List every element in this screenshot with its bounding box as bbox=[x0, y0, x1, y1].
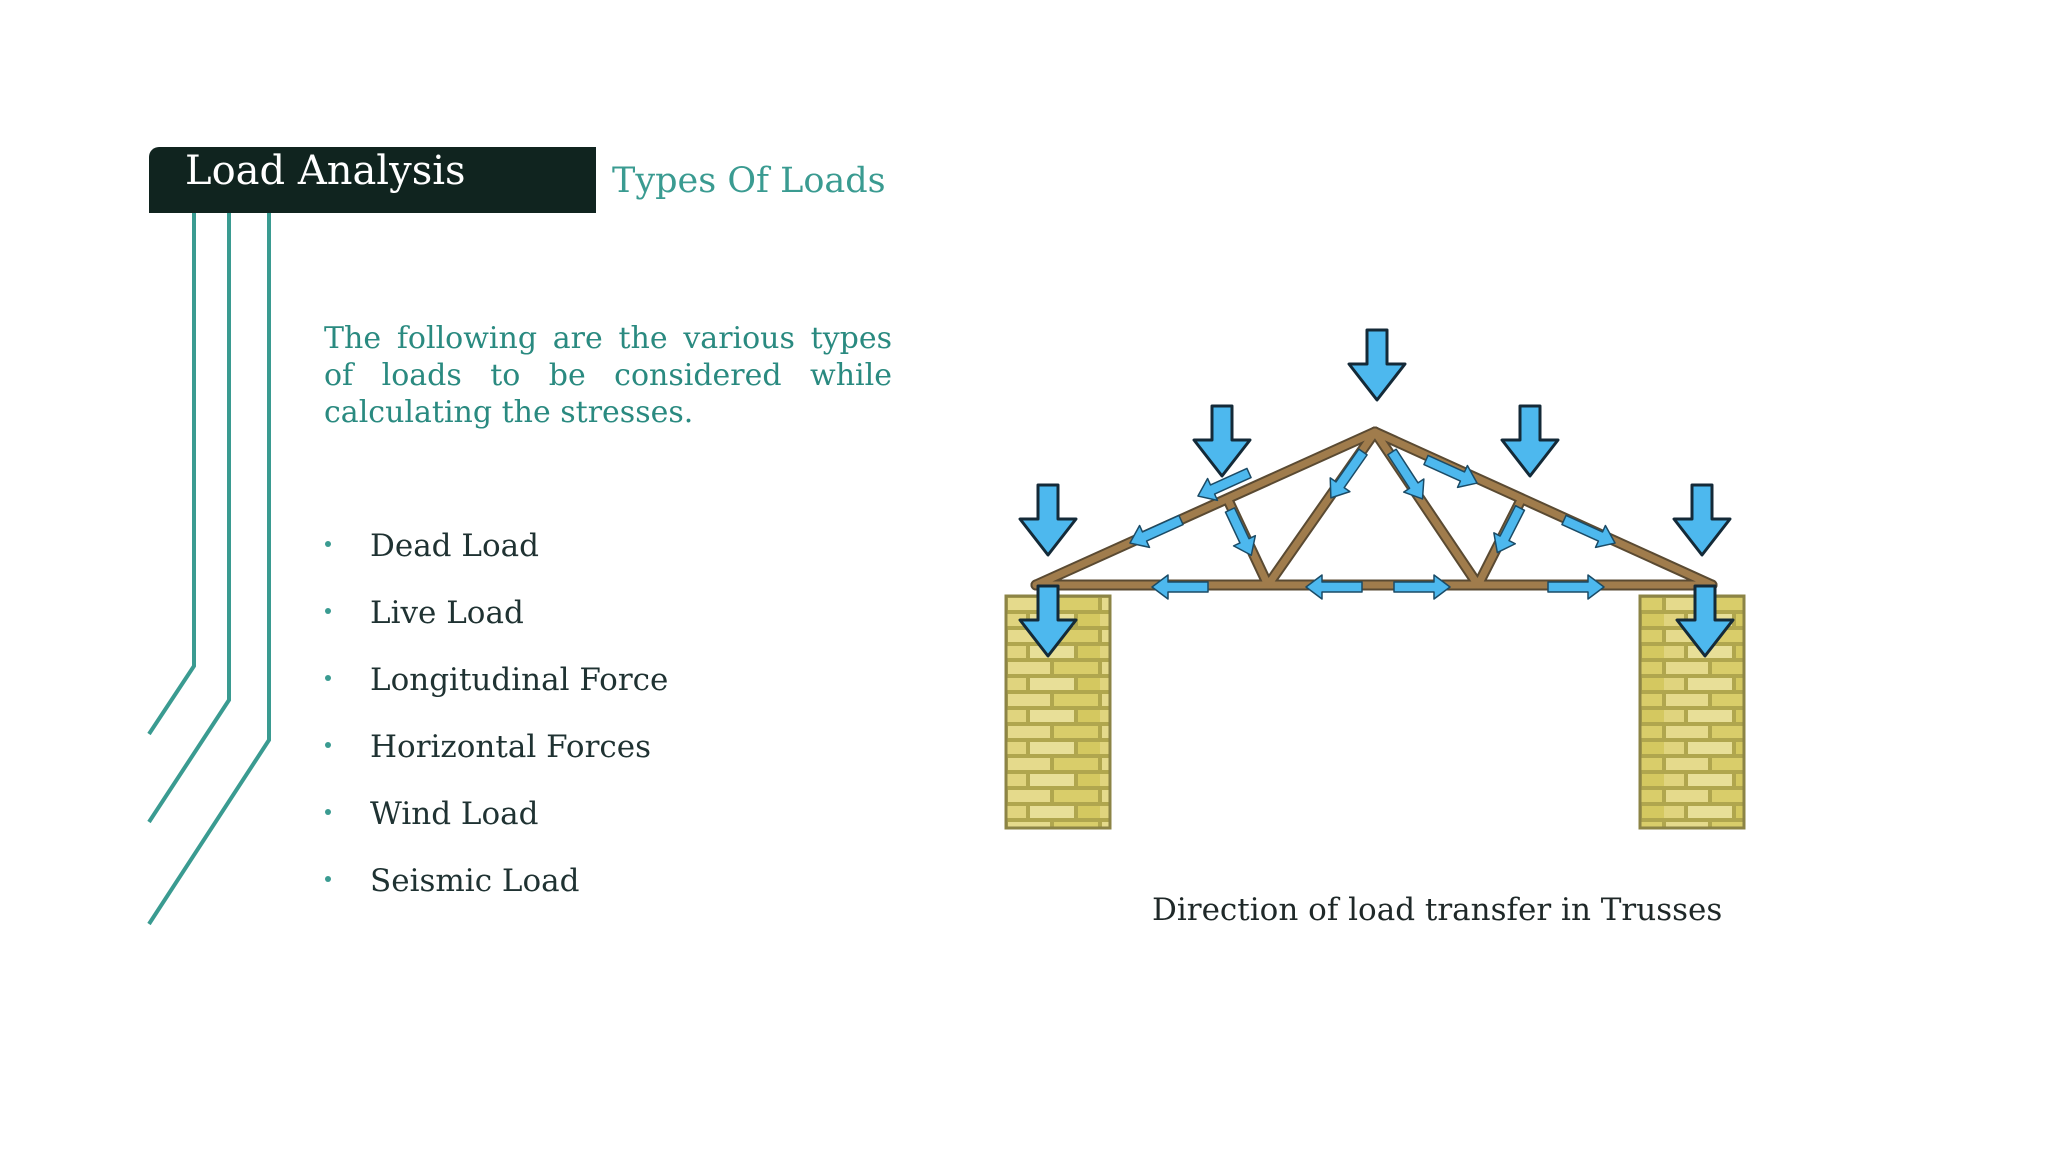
down-arrow-icon bbox=[1347, 328, 1407, 402]
force-arrows bbox=[1129, 448, 1616, 600]
down-arrow-icon bbox=[1018, 483, 1078, 557]
bullet-icon bbox=[325, 541, 331, 547]
down-arrow-icon bbox=[1500, 404, 1560, 478]
force-arrow-icon bbox=[1423, 454, 1478, 489]
force-arrow-icon bbox=[1129, 514, 1184, 549]
figure-caption: Direction of load transfer in Trusses bbox=[1152, 892, 1723, 928]
force-arrow-icon bbox=[1197, 467, 1252, 502]
slide-subtitle: Types Of Loads bbox=[612, 161, 886, 201]
down-arrow-icon bbox=[1192, 404, 1252, 478]
truss-diagram bbox=[1004, 328, 1746, 830]
force-arrow-icon bbox=[1151, 574, 1209, 600]
load-label: Horizontal Forces bbox=[370, 729, 652, 765]
force-arrow-icon bbox=[1393, 574, 1451, 600]
force-arrow-icon bbox=[1224, 507, 1257, 556]
down-arrow-icon bbox=[1675, 584, 1735, 658]
load-label: Live Load bbox=[370, 595, 524, 631]
load-label: Seismic Load bbox=[370, 863, 580, 899]
title-bar: Load Analysis bbox=[149, 147, 596, 213]
load-label: Longitudinal Force bbox=[370, 662, 669, 698]
bullet-icon bbox=[325, 675, 331, 681]
force-arrow-icon bbox=[1329, 448, 1368, 499]
intro-paragraph: The following are the various types of l… bbox=[324, 321, 892, 430]
force-arrow-icon bbox=[1547, 574, 1605, 600]
truss-frame bbox=[1030, 426, 1718, 591]
bullet-icon bbox=[325, 742, 331, 748]
load-arrows bbox=[1018, 328, 1735, 658]
force-arrow-icon bbox=[1387, 448, 1425, 500]
truss-timber bbox=[1032, 428, 1716, 589]
force-arrow-icon bbox=[1305, 574, 1363, 600]
force-arrow-icon bbox=[1561, 514, 1616, 549]
bullet-icon bbox=[325, 809, 331, 815]
force-arrow-icon bbox=[1493, 504, 1526, 554]
down-arrow-icon bbox=[1018, 584, 1078, 658]
slide-title: Load Analysis bbox=[185, 148, 466, 194]
load-label: Wind Load bbox=[370, 796, 539, 832]
bullet-icon bbox=[325, 876, 331, 882]
load-label: Dead Load bbox=[370, 528, 539, 564]
bullet-icon bbox=[325, 608, 331, 614]
decorative-lines bbox=[147, 212, 271, 926]
down-arrow-icon bbox=[1672, 483, 1732, 557]
